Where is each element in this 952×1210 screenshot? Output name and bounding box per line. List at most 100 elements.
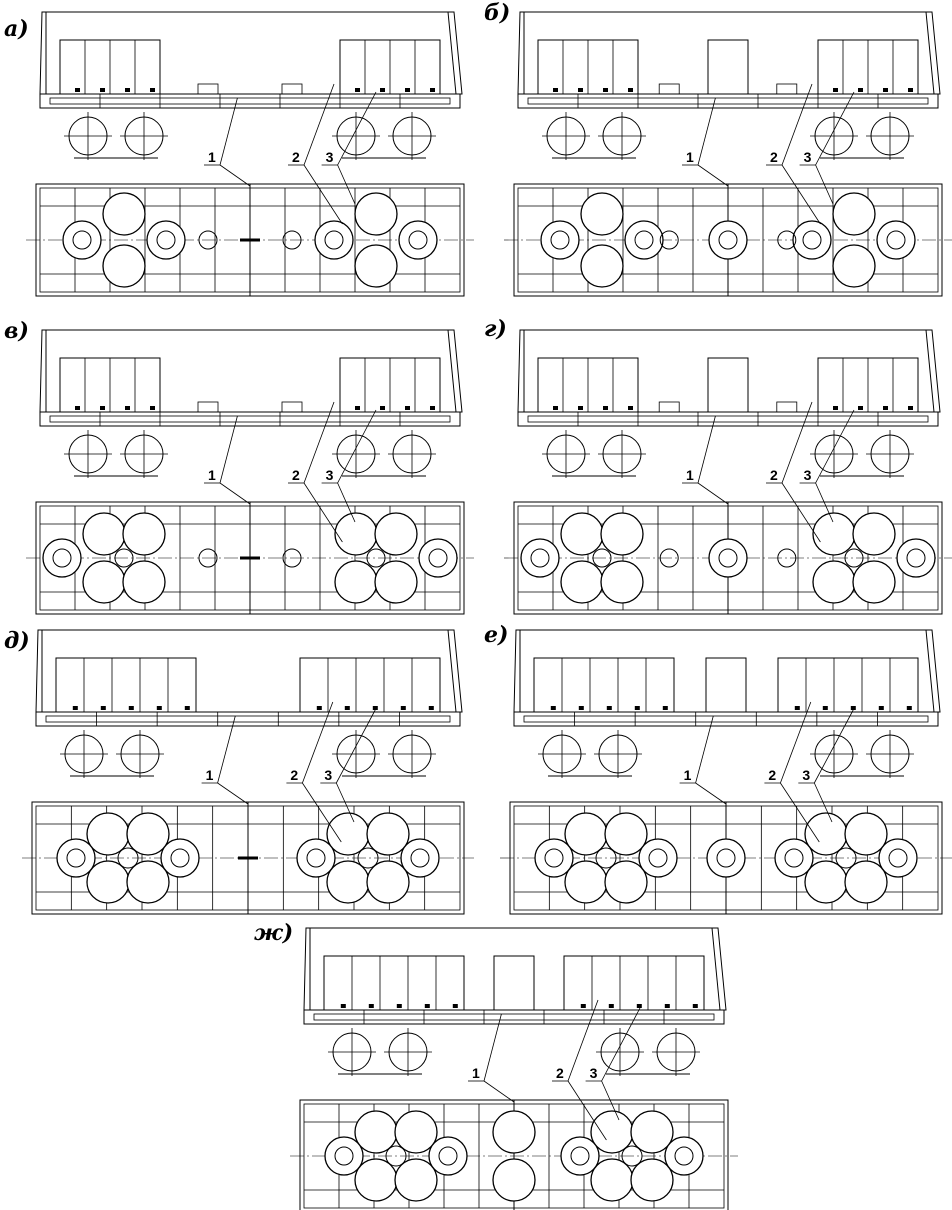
wedge [833, 406, 838, 410]
coil [394, 1110, 438, 1154]
car-floor [35, 711, 461, 727]
callout-three: 3 [326, 149, 334, 165]
wedge [603, 406, 608, 410]
coil [580, 192, 624, 236]
panel-label: а) [4, 16, 29, 42]
wedge [355, 88, 360, 92]
coil [334, 512, 378, 556]
callout-one: 1 [686, 149, 694, 165]
small-coil [777, 548, 797, 568]
wedge [150, 406, 155, 410]
callout-three: 3 [326, 467, 334, 483]
wedge [125, 406, 130, 410]
wedge [100, 406, 105, 410]
panel-label: д) [4, 628, 30, 654]
wedge [858, 406, 863, 410]
coil [102, 244, 146, 288]
small-coil [659, 548, 679, 568]
wedge [372, 706, 378, 710]
coil-eye [62, 220, 102, 260]
car-side-wall [39, 329, 463, 413]
car-floor [517, 93, 939, 109]
coil [334, 560, 378, 604]
coil [366, 812, 410, 856]
coil [844, 860, 888, 904]
wedge [908, 406, 913, 410]
car-side-wall [517, 11, 941, 95]
car-floor [39, 411, 461, 427]
panel-label: б) [484, 0, 510, 26]
coil [630, 1110, 674, 1154]
wedge [636, 1004, 642, 1008]
coil [852, 512, 896, 556]
wedge [428, 706, 434, 710]
small-coil [777, 230, 797, 250]
callout-three: 3 [804, 467, 812, 483]
coil [580, 244, 624, 288]
panel-v: в) 1 2 3 [4, 318, 474, 615]
wedge [184, 706, 190, 710]
wedge [628, 88, 633, 92]
cargo-stack [323, 955, 465, 1011]
wedge [125, 88, 130, 92]
wedge [355, 406, 360, 410]
panel-label: в) [4, 318, 29, 344]
coil-eye [56, 838, 96, 878]
car-side-wall [517, 329, 941, 413]
car-side-wall [35, 629, 463, 713]
coil-eye [160, 838, 200, 878]
coil [82, 560, 126, 604]
callout-one: 1 [686, 467, 694, 483]
coil-eye [314, 220, 354, 260]
coil [604, 860, 648, 904]
wedge [100, 706, 106, 710]
coil-eye [324, 1136, 364, 1176]
wedge [662, 706, 668, 710]
callout-one: 1 [208, 467, 216, 483]
wedge [606, 706, 612, 710]
wedge [858, 88, 863, 92]
coil [126, 860, 170, 904]
small-coil [198, 548, 218, 568]
coil [600, 560, 644, 604]
wedge [628, 406, 633, 410]
wedge [340, 1004, 346, 1008]
coil [560, 560, 604, 604]
cargo-stack [299, 657, 441, 713]
car-side-wall [303, 927, 727, 1011]
wedge [316, 706, 322, 710]
coil [492, 1110, 536, 1154]
center-mark [240, 238, 260, 242]
coil-eye [638, 838, 678, 878]
callout-three: 3 [590, 1065, 598, 1081]
coil-eye [774, 838, 814, 878]
coil [560, 512, 604, 556]
wedge [908, 88, 913, 92]
coil [832, 244, 876, 288]
small-coil [282, 548, 302, 568]
wedge [833, 88, 838, 92]
coil [492, 1158, 536, 1202]
cargo-stack [533, 657, 675, 713]
wedge [380, 406, 385, 410]
wedge [100, 88, 105, 92]
coil-eye [418, 538, 458, 578]
center-mark [240, 556, 260, 560]
callout-three: 3 [324, 767, 332, 783]
center-cargo [493, 955, 535, 1011]
coil-eye [896, 538, 936, 578]
car-side-wall [39, 11, 463, 95]
center-cargo [707, 39, 749, 95]
chock [776, 401, 798, 413]
callout-two: 2 [292, 467, 300, 483]
wedge [430, 88, 435, 92]
coil [366, 860, 410, 904]
wedge [405, 406, 410, 410]
wedge [634, 706, 640, 710]
wedge [822, 706, 828, 710]
wedge [664, 1004, 670, 1008]
wedge [692, 1004, 698, 1008]
cargo-stack [55, 657, 197, 713]
